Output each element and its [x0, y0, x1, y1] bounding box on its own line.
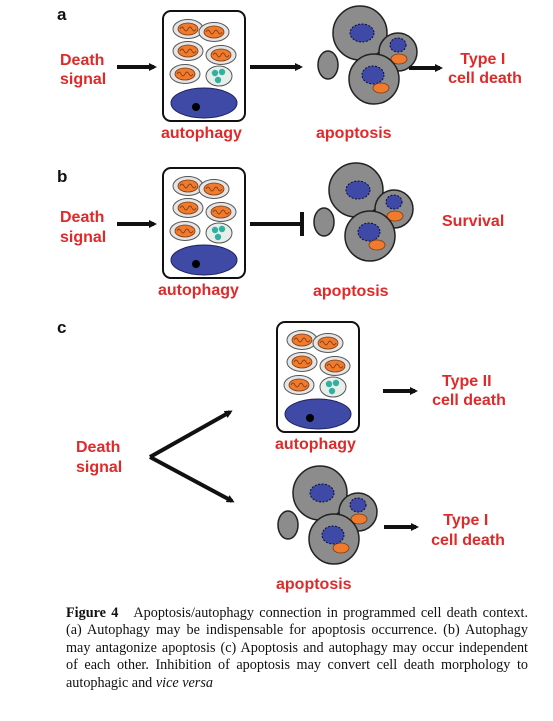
outcome-apoptosis-line2-c: cell death [431, 532, 505, 549]
panel-letter-b: b [57, 167, 67, 186]
death-signal-line2-a: signal [60, 71, 106, 88]
death-signal-line1-a: Death [60, 52, 104, 69]
panel-letter-c: c [57, 318, 66, 337]
apoptosis-label-b: apoptosis [313, 283, 389, 300]
branch-arrow-up-c [149, 410, 233, 459]
outcome-autophagy-line1-c: Type II [442, 373, 492, 390]
panel-letter-a: a [57, 5, 67, 24]
autophagic-cell-b [163, 168, 245, 278]
outcome-label-autophagy-c: Type II cell death [432, 373, 506, 409]
outcome-line2-a: cell death [448, 70, 522, 87]
panel-c: c Death signal autophagy Type II cell de… [57, 318, 506, 593]
panel-b: b Death signal autophagy apoptosis Survi… [57, 162, 504, 300]
caption-italic-tail: vice versa [155, 674, 213, 691]
apoptosis-label-c: apoptosis [276, 576, 352, 593]
figure-caption: Figure 4 Apoptosis/autophagy connection … [66, 605, 528, 692]
outcome-label-b: Survival [442, 213, 504, 230]
apoptotic-cells-b [313, 162, 414, 262]
apoptotic-cells-c [277, 465, 378, 565]
branch-arrow-down-c [149, 455, 235, 503]
outcome-autophagy-line2-c: cell death [432, 392, 506, 409]
death-signal-line2-c: signal [76, 459, 122, 476]
autophagic-cell-a [163, 11, 245, 121]
caption-figure-label: Figure 4 [66, 605, 119, 621]
death-signal-label-a: Death signal [60, 52, 109, 88]
autophagic-cell-c [277, 322, 359, 432]
caption-text: Apoptosis/autophagy connection in progra… [66, 605, 528, 691]
panel-a: a Death signal autophagy apoptosis Type … [57, 5, 522, 142]
outcome-label-apoptosis-c: Type I cell death [431, 512, 505, 549]
outcome-label-a: Type I cell death [448, 51, 522, 87]
death-signal-line1-b: Death [60, 209, 104, 226]
death-signal-label-b: Death signal [60, 209, 109, 246]
outcome-line1-a: Type I [460, 51, 505, 68]
apoptotic-cells-a [317, 5, 418, 105]
autophagy-label-c: autophagy [275, 436, 356, 453]
outcome-apoptosis-line1-c: Type I [443, 512, 488, 529]
apoptosis-label-a: apoptosis [316, 125, 392, 142]
autophagy-apoptosis-diagram: a Death signal autophagy apoptosis Type … [57, 5, 522, 593]
autophagy-label-a: autophagy [161, 125, 242, 142]
death-signal-label-c: Death signal [76, 439, 125, 476]
death-signal-line1-c: Death [76, 439, 120, 456]
death-signal-line2-b: signal [60, 229, 106, 246]
autophagy-label-b: autophagy [158, 282, 239, 299]
